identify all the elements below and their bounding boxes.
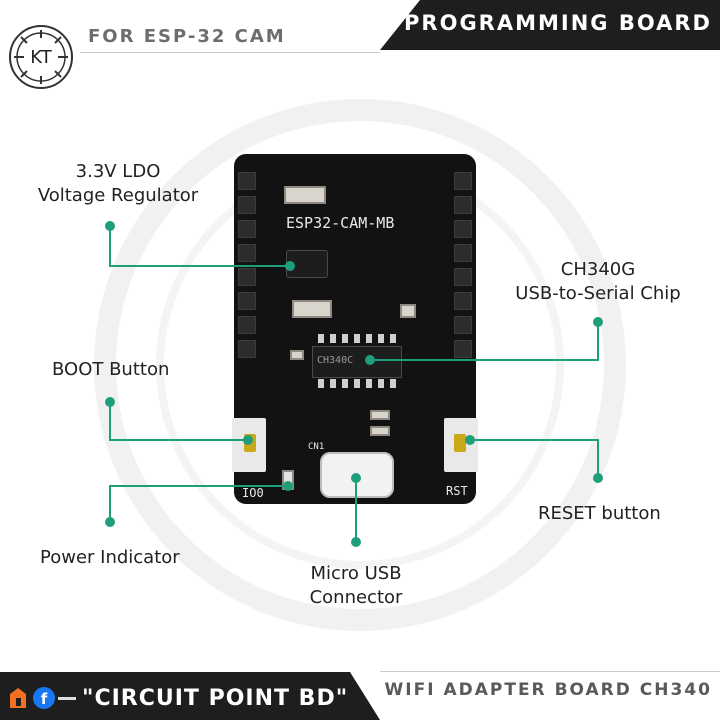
footer-divider bbox=[380, 671, 720, 672]
cn1-label: CN1 bbox=[308, 442, 325, 452]
footer-icons: f bbox=[10, 687, 76, 709]
smd-small-3 bbox=[290, 350, 304, 360]
left-header-pins bbox=[236, 172, 258, 442]
footer-brand: "CIRCUIT POINT BD" bbox=[82, 686, 349, 711]
usb-connector-label: Micro USB Connector bbox=[309, 563, 403, 608]
ch340-label: CH340G USB-to-Serial Chip bbox=[515, 259, 681, 304]
reset-button-label: RESET button bbox=[538, 503, 661, 524]
header-title: PROGRAMMING BOARD bbox=[404, 11, 712, 35]
smd-component-top bbox=[284, 186, 326, 204]
power-indicator-label: Power Indicator bbox=[40, 547, 180, 568]
ldo-label: 3.3V LDO Voltage Regulator bbox=[37, 161, 199, 206]
chip-marking: CH340C bbox=[317, 355, 354, 366]
smd-component-right bbox=[400, 304, 416, 318]
header-subtitle: FOR ESP-32 CAM bbox=[88, 26, 286, 47]
smd-component-mid bbox=[292, 300, 332, 318]
rst-label: RST bbox=[446, 484, 468, 498]
logo-text: KT bbox=[30, 47, 52, 68]
ch340-chip: CH340C bbox=[312, 346, 402, 378]
header-divider bbox=[80, 52, 380, 53]
smd-small-2 bbox=[370, 426, 390, 436]
footer-banner bbox=[0, 672, 380, 720]
board-model-label: ESP32-CAM-MB bbox=[286, 214, 395, 232]
io0-label: IO0 bbox=[242, 486, 264, 500]
boot-button-label: BOOT Button bbox=[52, 359, 170, 380]
svg-text:f: f bbox=[41, 690, 48, 708]
daraz-icon bbox=[10, 688, 26, 708]
smd-small-1 bbox=[370, 410, 390, 420]
esp32-cam-mb-board: ESP32-CAM-MB CH340C CN1 IO0 RST bbox=[234, 154, 476, 504]
header-banner bbox=[380, 0, 720, 50]
footer-tagline: WIFI ADAPTER BOARD CH340 bbox=[384, 680, 712, 700]
kt-logo-icon: KT bbox=[9, 25, 73, 89]
reset-button-cap bbox=[454, 434, 466, 452]
right-header-pins bbox=[452, 172, 474, 442]
facebook-icon: f bbox=[33, 687, 55, 709]
